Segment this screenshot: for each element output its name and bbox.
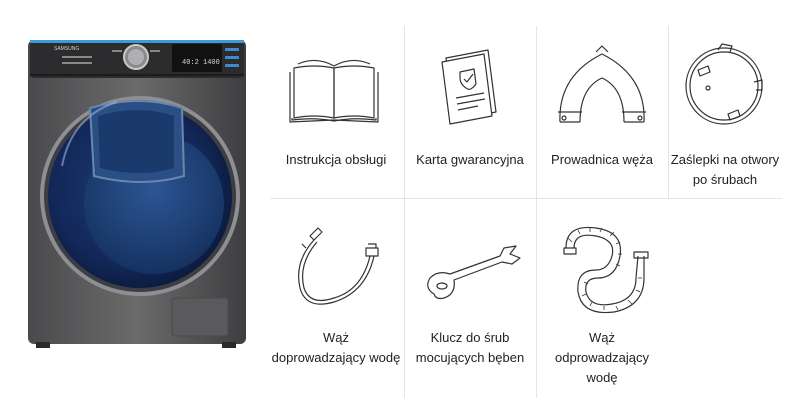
washing-machine-image: SAMSUNG 40:2 1400 xyxy=(22,36,252,352)
manual-book-icon xyxy=(289,59,379,123)
accessory-label: Klucz do śrub mocujących bęben xyxy=(404,328,536,368)
accessory-label-line: doprowadzający wodę xyxy=(271,350,401,365)
accessory-warranty: Karta gwarancyjna xyxy=(404,26,536,198)
accessory-label: Prowadnica węża xyxy=(551,152,653,167)
accessory-label-line: po śrubach xyxy=(692,172,758,187)
accessory-manual: Instrukcja obsługi xyxy=(270,26,402,198)
drain-hose-icon xyxy=(563,226,649,314)
hose-guide-icon xyxy=(558,45,646,123)
accessory-hose-guide: Prowadnica węża xyxy=(536,26,668,198)
accessory-label-line: mocujących bęben xyxy=(415,350,525,365)
accessory-label-line: Klucz do śrub xyxy=(430,330,510,345)
accessory-label: Wąż doprowadzający wodę xyxy=(270,328,402,368)
accessory-label: Wąż odprowadzający wodę xyxy=(536,328,668,388)
accessory-label-line: wodę xyxy=(586,370,618,385)
accessory-label-line: Wąż xyxy=(589,330,615,345)
accessory-label: Zaślepki na otwory po śrubach xyxy=(668,150,782,190)
hole-cap-icon xyxy=(685,43,763,125)
brand-logo: SAMSUNG xyxy=(54,46,79,52)
accessory-label-line: Zaślepki na otwory xyxy=(670,152,780,167)
accessory-label-line: Wąż xyxy=(323,330,349,345)
grid-divider xyxy=(404,26,405,398)
accessory-hole-cap: Zaślepki na otwory po śrubach xyxy=(668,26,800,198)
inlet-hose-icon xyxy=(298,227,379,305)
accessory-inlet-hose: Wąż doprowadzający wodę xyxy=(270,198,402,370)
grid-divider xyxy=(668,26,669,198)
spanner-icon xyxy=(427,245,521,300)
grid-divider xyxy=(270,198,782,199)
svg-text:40:2 1400: 40:2 1400 xyxy=(182,59,220,67)
accessory-label: Karta gwarancyjna xyxy=(416,152,524,167)
accessory-spanner: Klucz do śrub mocujących bęben xyxy=(404,198,536,370)
accessory-label: Instrukcja obsługi xyxy=(285,152,387,167)
grid-divider xyxy=(536,26,537,398)
accessory-label-line: odprowadzający xyxy=(555,350,649,365)
warranty-card-icon xyxy=(441,49,497,125)
accessory-drain-hose: Wąż odprowadzający wodę xyxy=(536,198,668,385)
accessories-grid: Instrukcja obsługi Karta gwarancyjna xyxy=(270,26,782,398)
